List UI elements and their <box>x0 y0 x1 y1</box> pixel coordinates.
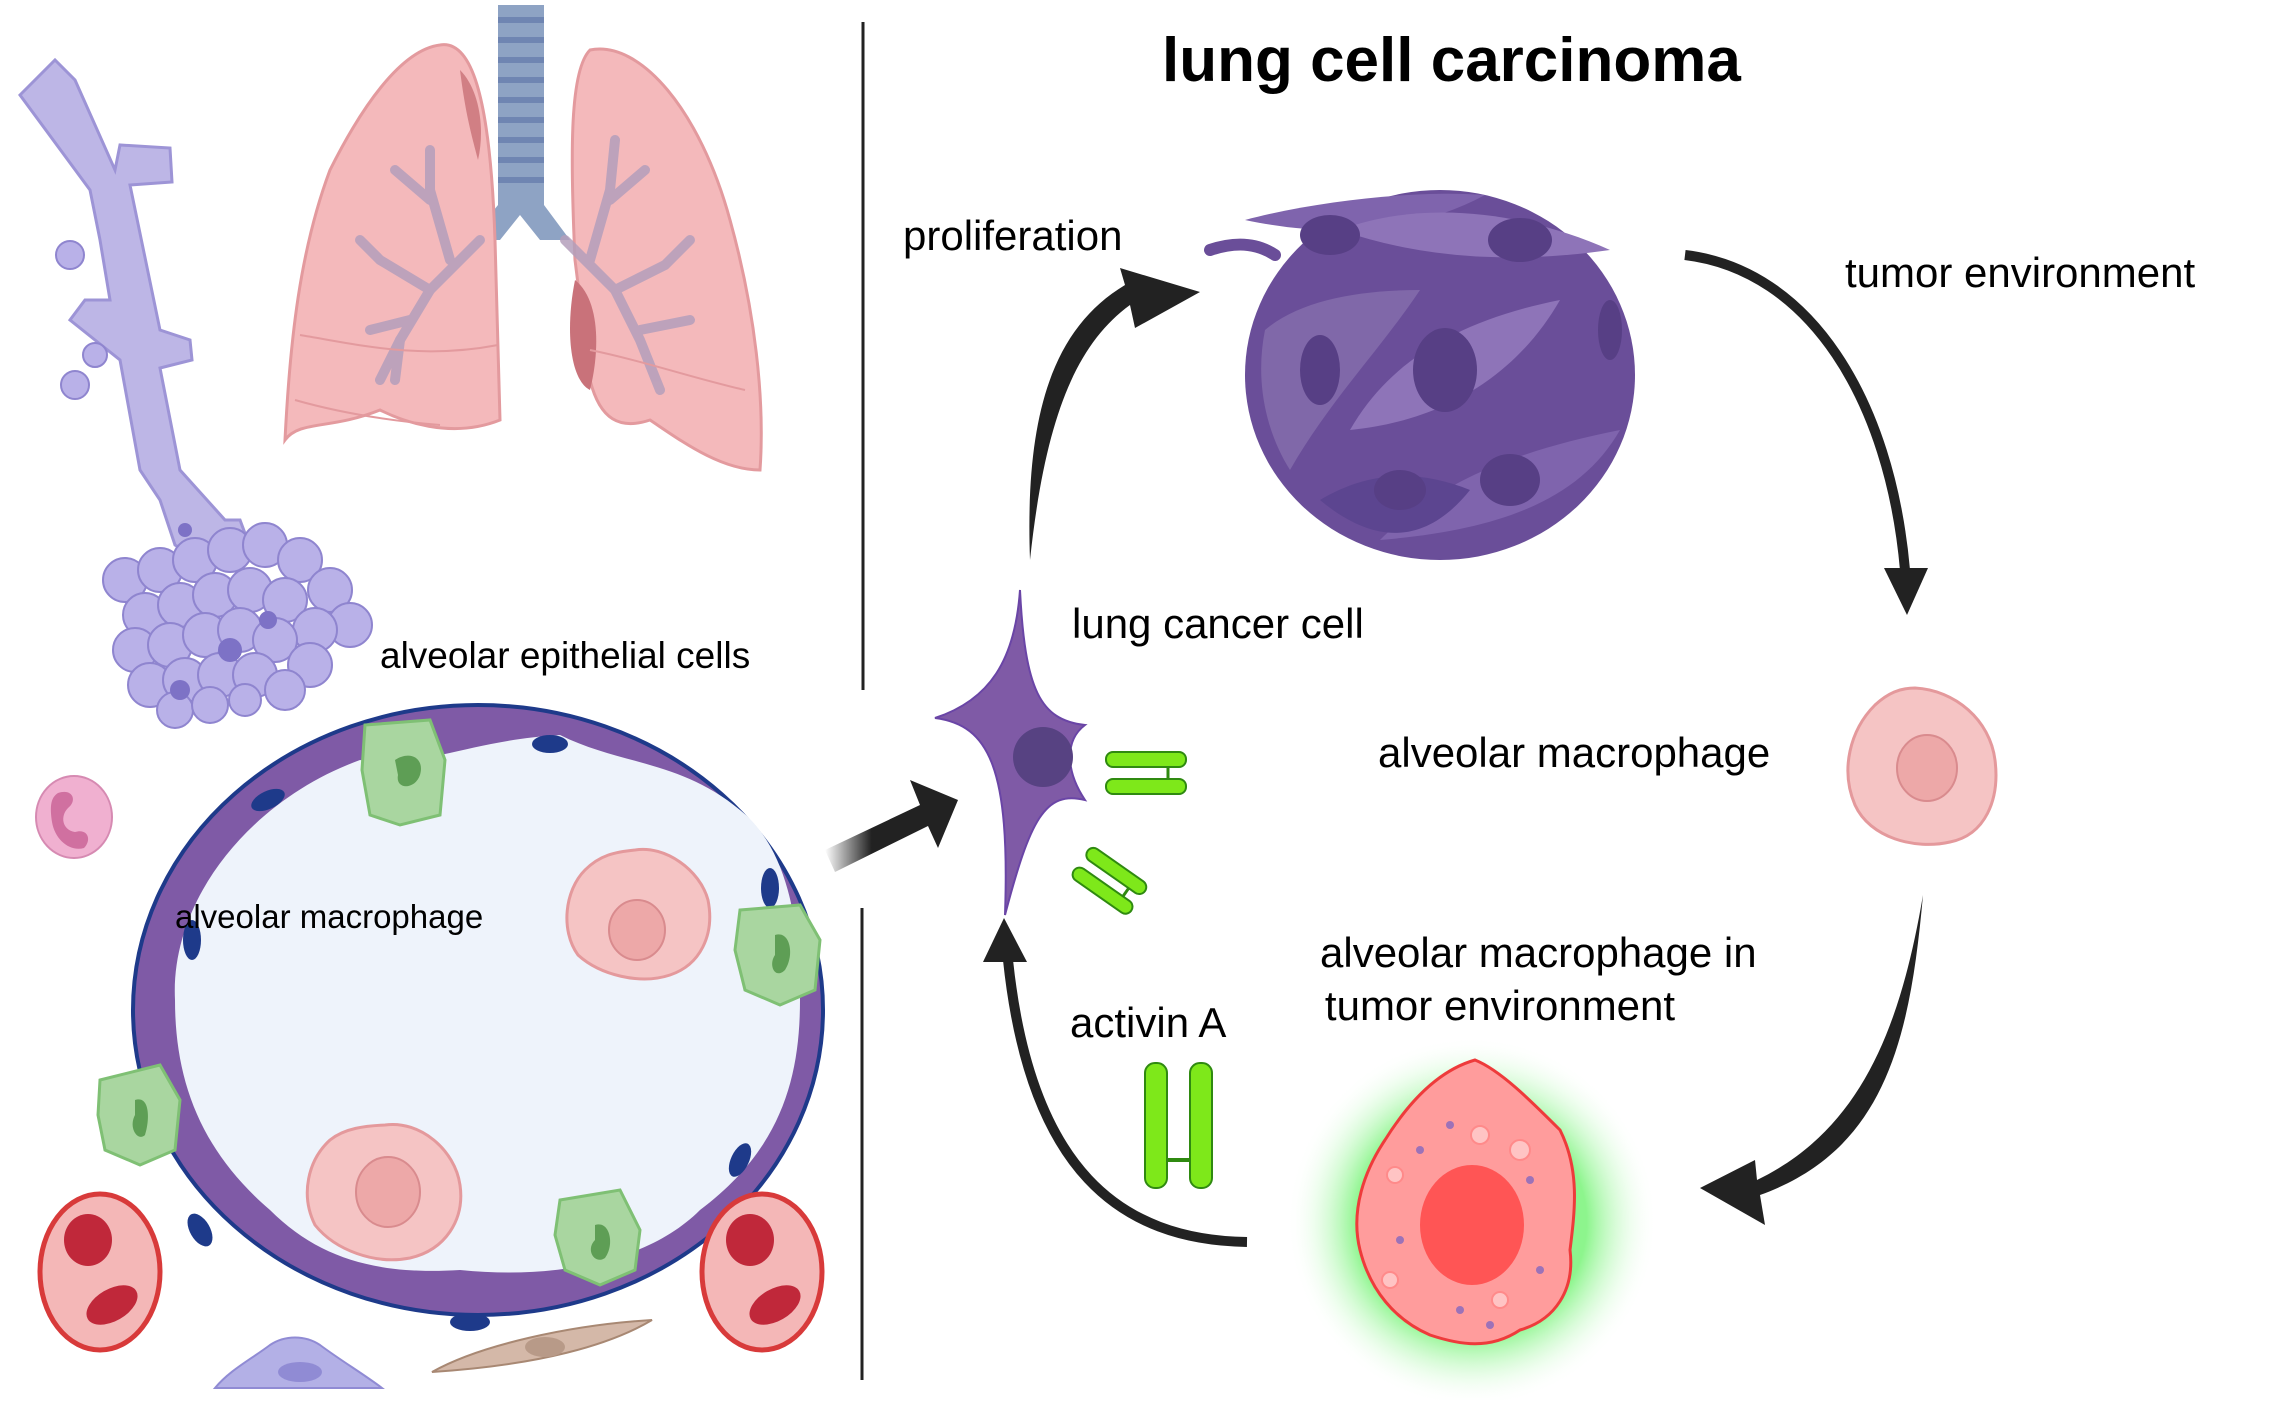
capillary-icon <box>37 1191 163 1353</box>
green-macrophage-icon <box>360 718 447 827</box>
figure-title: lung cell carcinoma <box>1162 26 1741 95</box>
green-macrophage-icon <box>96 1063 182 1167</box>
tumor-environment-arrow-icon <box>1684 250 1910 571</box>
label-alveolar-epithelial-cells: alveolar epithelial cells <box>380 635 751 676</box>
label-lung-cancer-cell: lung cancer cell <box>1072 600 1364 647</box>
epithelial-cell-icon <box>212 1336 385 1389</box>
activin-arrowhead-icon <box>983 918 1027 962</box>
tumor-cluster-icon <box>1204 190 1635 560</box>
label-alveolar-macrophage-right: alveolar macrophage <box>1378 729 1771 776</box>
bronchiole-alveoli-icon <box>18 57 373 729</box>
activin-arrow-icon <box>1003 959 1248 1247</box>
green-macrophage-icon <box>733 903 822 1007</box>
label-proliferation: proliferation <box>903 212 1123 259</box>
activation-arrow-icon <box>1700 895 1923 1225</box>
macrophage-icon <box>305 1122 463 1262</box>
activin-a-icon <box>1144 1062 1213 1189</box>
label-tumor-environment: tumor environment <box>1845 249 2196 296</box>
label-activin-a: activin A <box>1070 999 1227 1046</box>
neutrophil-icon <box>35 775 113 859</box>
lungs-icon <box>283 5 763 472</box>
label-alveolar-macrophage-left: alveolar macrophage <box>175 898 484 935</box>
transformation-arrow-icon <box>825 780 958 872</box>
activated-macrophage-icon <box>1287 1037 1657 1405</box>
tumor-environment-arrowhead-icon <box>1884 568 1928 615</box>
activin-receptor-icon <box>1071 846 1148 915</box>
fibroblast-icon <box>431 1319 653 1373</box>
macrophage-icon <box>565 847 712 981</box>
alveolus-icon <box>96 703 825 1331</box>
label-macrophage-in-tme-line1: alveolar macrophage in <box>1320 929 1757 976</box>
proliferation-arrow-icon <box>1029 268 1200 560</box>
macrophage-icon <box>1846 686 1998 846</box>
activin-receptor-icon <box>1105 751 1187 795</box>
capillary-icon <box>699 1191 825 1353</box>
label-macrophage-in-tme-line2: tumor environment <box>1324 982 1676 1029</box>
lung-cancer-cell-icon <box>934 589 1088 916</box>
green-macrophage-icon <box>553 1188 642 1287</box>
